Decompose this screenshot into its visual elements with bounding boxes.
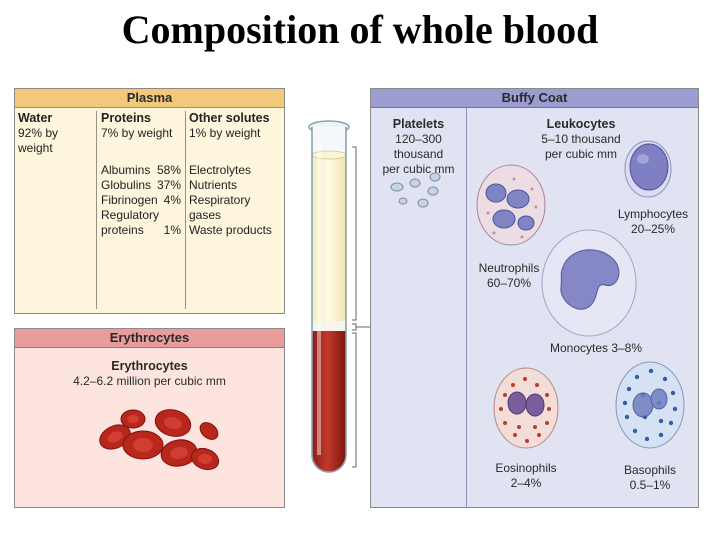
neutrophil-illustration [476, 164, 546, 246]
erythrocytes-heading: Erythrocytes [111, 359, 188, 373]
erythrocytes-header: Erythrocytes [15, 329, 284, 348]
monocytes-label: Monocytes 3–8% [549, 341, 643, 355]
other-solutes-heading: Other solutes [189, 111, 270, 125]
lymphocytes-pct: 20–25% [630, 222, 676, 236]
page-title: Composition of whole blood [121, 7, 599, 52]
monocyte-illustration [541, 229, 637, 337]
platelets-line2: per cubic mm [382, 162, 455, 176]
platelets-divider [466, 108, 467, 507]
test-tube-illustration [308, 120, 370, 473]
solute-item: Electrolytes [189, 163, 252, 177]
eosinophil-illustration [493, 367, 559, 449]
neutrophils-label: Neutrophils 60–70% [469, 261, 549, 291]
platelets-info: Platelets 120–300 thousand per cubic mm [371, 117, 466, 177]
platelets-illustration [390, 172, 441, 208]
other-solutes-column: Other solutes 1% by weight Electrolytes … [189, 111, 283, 309]
erythrocytes-count: 4.2–6.2 million per cubic mm [73, 374, 226, 388]
basophil-illustration [615, 361, 685, 449]
neutrophils-name: Neutrophils [478, 261, 540, 275]
platelets-line1: 120–300 thousand [393, 132, 444, 161]
lymphocytes-name: Lymphocytes [617, 207, 689, 221]
basophils-pct: 0.5–1% [629, 478, 671, 492]
erythrocytes-panel: Erythrocytes Erythrocytes 4.2–6.2 millio… [14, 328, 285, 508]
buffy-coat-header: Buffy Coat [371, 89, 698, 108]
basophils-label: Basophils 0.5–1% [609, 463, 691, 493]
water-heading: Water [18, 111, 53, 125]
solute-item: Nutrients [189, 178, 238, 192]
plasma-panel: Plasma Water 92% by weight Proteins 7% b… [14, 88, 285, 314]
solute-item: Waste products [189, 223, 272, 237]
solute-item: Respiratory gases [189, 193, 251, 222]
eosinophils-pct: 2–4% [510, 476, 542, 490]
leukocytes-line1: 5–10 thousand [541, 132, 621, 146]
leukocytes-heading: Leukocytes [546, 117, 616, 131]
proteins-detail: 7% by weight [101, 126, 173, 140]
lymphocyte-illustration [624, 140, 672, 198]
lymphocytes-label: Lymphocytes 20–25% [609, 207, 697, 237]
buffy-coat-panel: Buffy Coat Platelets 120–300 thousand pe… [370, 88, 699, 508]
red-blood-cells-illustration [99, 409, 220, 471]
eosinophils-name: Eosinophils [495, 461, 557, 475]
leukocytes-line2: per cubic mm [544, 147, 618, 161]
protein-item: Regulatory [101, 208, 160, 222]
basophils-name: Basophils [623, 463, 677, 477]
erythrocytes-info: Erythrocytes 4.2–6.2 million per cubic m… [15, 359, 284, 389]
eosinophils-label: Eosinophils 2–4% [486, 461, 566, 491]
water-column: Water 92% by weight [18, 111, 97, 309]
proteins-heading: Proteins [101, 111, 152, 125]
leukocytes-info: Leukocytes 5–10 thousand per cubic mm [511, 117, 651, 162]
other-solutes-detail: 1% by weight [189, 126, 261, 140]
neutrophils-pct: 60–70% [486, 276, 532, 290]
water-detail: 92% by weight [18, 126, 59, 155]
platelets-heading: Platelets [392, 117, 445, 131]
plasma-header: Plasma [15, 89, 284, 108]
